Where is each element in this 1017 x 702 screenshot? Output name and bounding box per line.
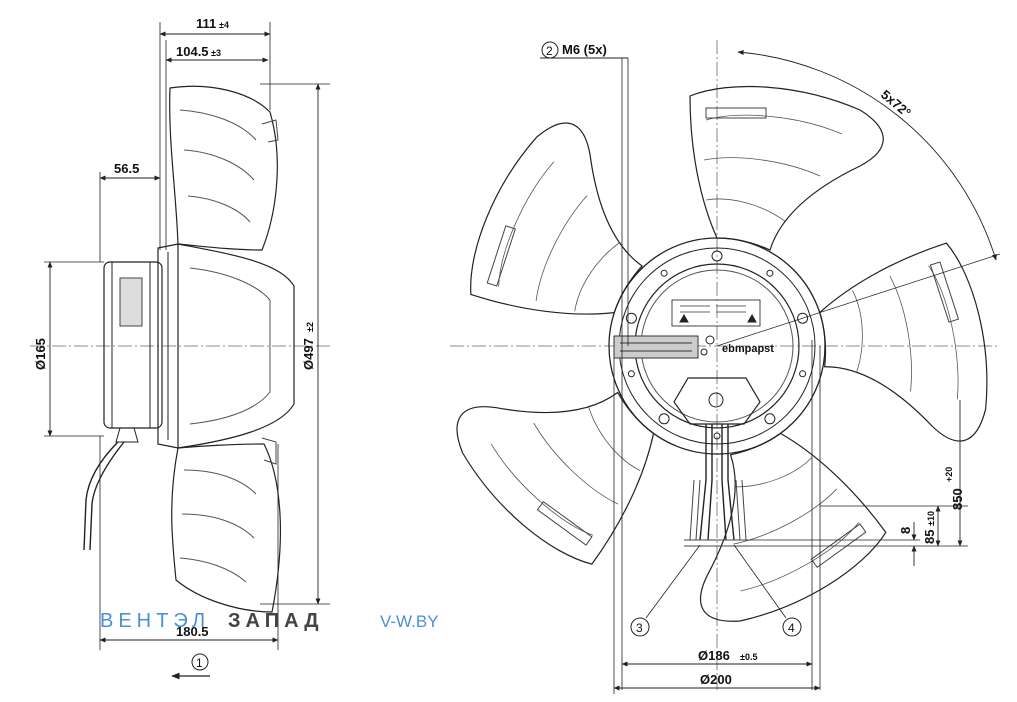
motor-label-plate: [119, 277, 143, 327]
mounting-hole: [658, 413, 670, 425]
dim-d186-tol: ±0.5: [740, 652, 757, 662]
warning-icon-2: [747, 313, 757, 323]
callout-circle-2: [541, 41, 559, 59]
warning-icon: [679, 313, 689, 323]
fan-blade: [456, 391, 655, 565]
hub-outer-ring: [608, 237, 826, 455]
dim-d497-tol: ±2: [305, 322, 315, 332]
hub-logo: ebmpapst: [722, 343, 774, 355]
dim-180-5: 180.5: [176, 624, 209, 639]
watermark-brand-a: ВЕНТЭЛ: [100, 610, 211, 632]
mounting-hole: [660, 269, 668, 277]
dim-850-tol: +20: [944, 467, 954, 482]
dim-m6: M6 (5x): [562, 42, 607, 57]
dim-d200: Ø200: [700, 672, 732, 687]
callout-1: 1: [196, 656, 203, 670]
dim-104-5-tol: ±3: [211, 48, 221, 58]
callout-circle-1: [191, 653, 209, 671]
callout-3: 3: [636, 621, 643, 635]
earth-symbol-icon: [708, 392, 724, 408]
cable-bundle: [699, 424, 735, 541]
cable-box: [673, 377, 761, 425]
connector-strip: [613, 335, 699, 359]
fan-blades: [456, 86, 988, 622]
blade-side-middle: [177, 243, 295, 449]
mounting-hole: [711, 250, 723, 262]
dim-85: 85: [922, 530, 937, 544]
mounting-hole: [797, 312, 809, 324]
fan-blade: [819, 242, 988, 442]
dim-104-5: 104.5: [176, 44, 209, 59]
dim-56-5: 56.5: [114, 161, 139, 176]
fan-blade: [689, 86, 884, 251]
mounting-hole: [799, 370, 807, 378]
callout-circle-4: [782, 617, 802, 637]
front-view: [450, 40, 1001, 694]
mounting-hole: [625, 312, 637, 324]
dim-850: 850: [950, 488, 965, 510]
callout-2: 2: [546, 44, 553, 58]
watermark-brand-b: ЗАПАД: [228, 610, 324, 632]
dim-111-tol: ±4: [219, 20, 229, 30]
dim-8: 8: [898, 527, 913, 534]
dim-d186: Ø186: [698, 648, 730, 663]
ground-screw: [705, 335, 715, 345]
fan-blade: [470, 122, 643, 315]
mounting-hole: [627, 370, 635, 378]
callout-circle-3: [630, 617, 650, 637]
callout-4: 4: [788, 621, 795, 635]
fan-blade: [699, 432, 887, 622]
mounting-hole: [713, 432, 721, 440]
dim-111: 111: [196, 16, 216, 31]
mounting-hole: [766, 269, 774, 277]
dim-d497: Ø497: [301, 338, 316, 370]
side-view: [30, 22, 330, 680]
dim-angle: 5x72°: [878, 87, 914, 120]
mounting-holes: [625, 250, 809, 440]
blade-side-upper: [169, 85, 278, 251]
cable-gland: [115, 427, 139, 443]
dim-d165: Ø165: [33, 338, 48, 370]
angle-arc: [737, 49, 997, 261]
mounting-hole: [764, 413, 776, 425]
hub-label-plate: [671, 299, 761, 327]
watermark-site: V-W.BY: [380, 612, 439, 631]
blade-side-lower: [171, 443, 281, 613]
dim-85-tol: ±10: [926, 511, 936, 526]
cable-side: [83, 441, 125, 551]
